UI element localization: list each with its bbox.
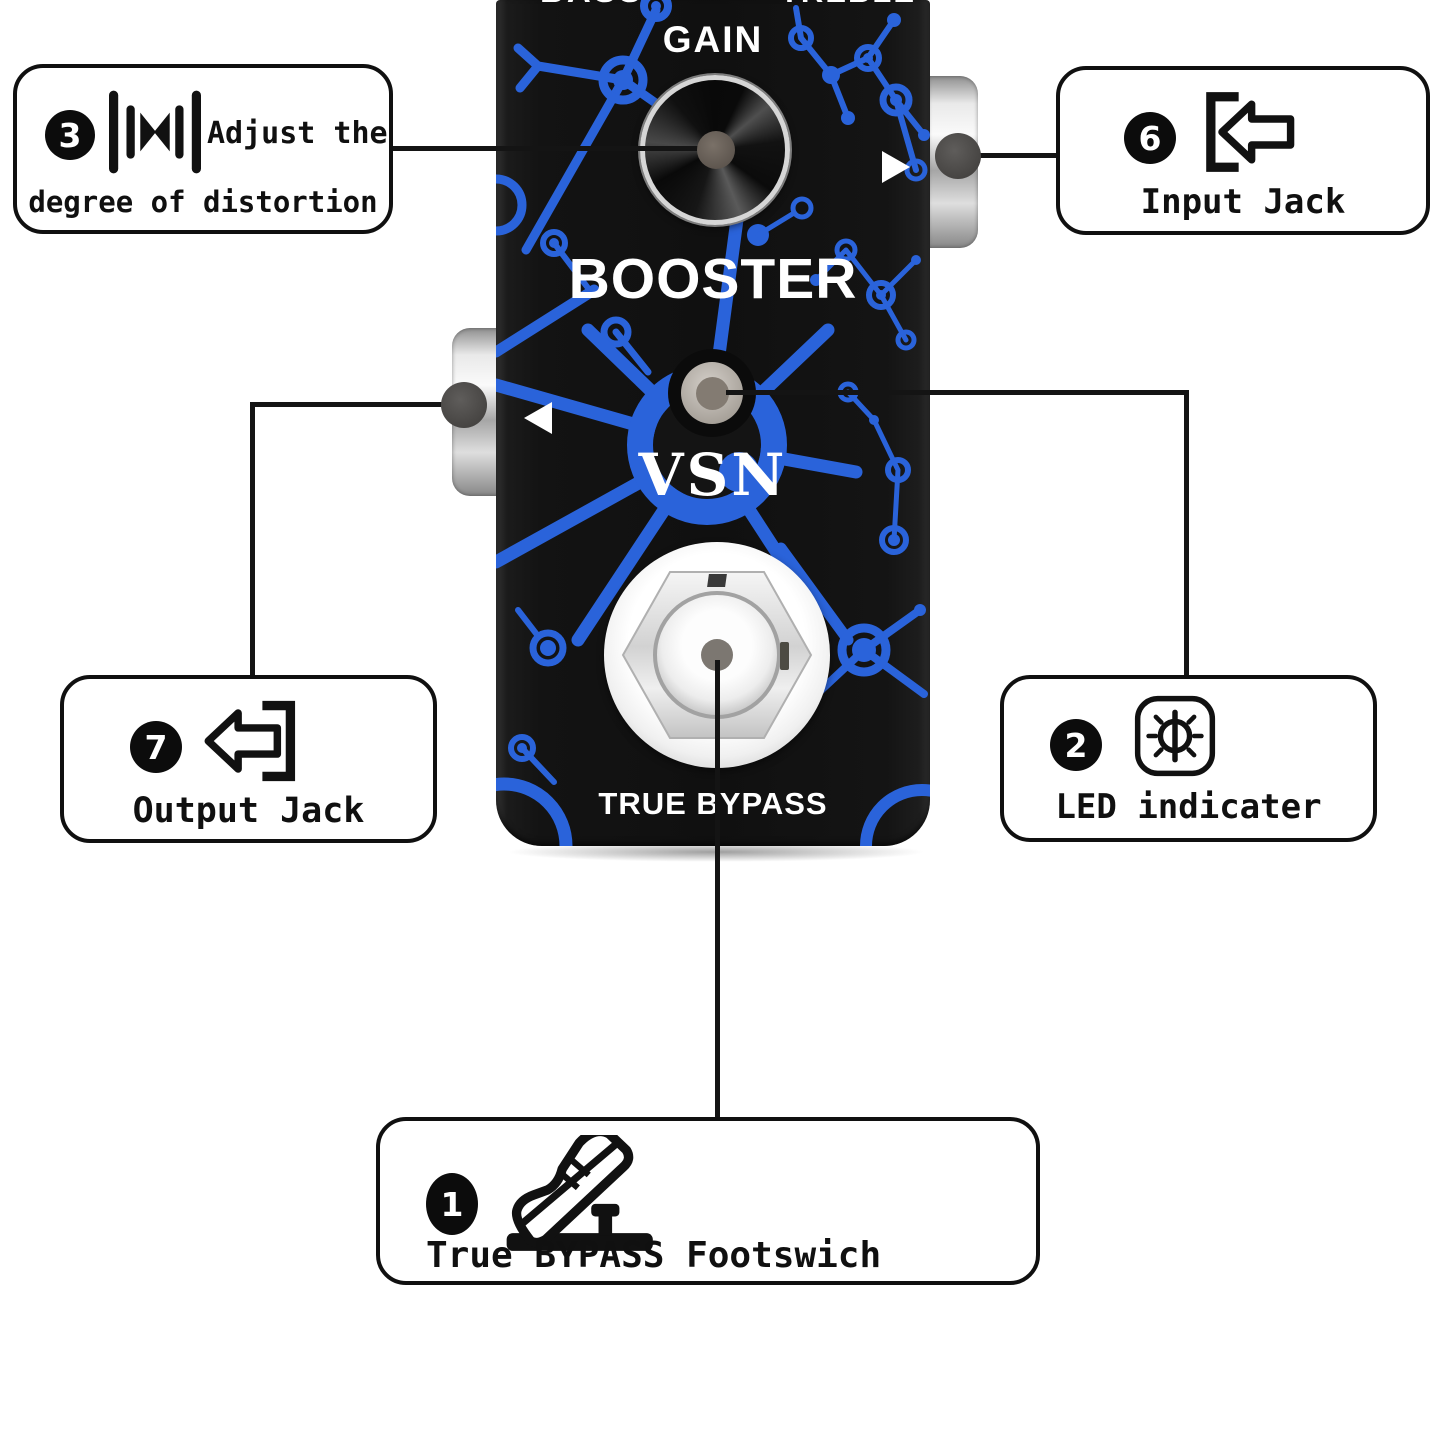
badge-7: 7: [130, 721, 182, 773]
input-jack-dot: [935, 133, 981, 179]
pedal-body: BASS TREBLE GAIN BOOSTER VSN TRUE BYPASS: [496, 0, 930, 846]
output-jack-arrow-icon: [204, 700, 296, 782]
brand-logo: VSN: [638, 441, 788, 509]
output-jack-dot: [441, 382, 487, 428]
callout-footswitch: 1 True BYPASS Footswich: [376, 1117, 1040, 1285]
true-bypass-label: TRUE BYPASS: [598, 786, 828, 821]
footswitch-shoe-icon: [506, 1135, 653, 1251]
footswitch-slot: [780, 642, 789, 670]
connector-input-jack: [956, 153, 1057, 158]
connector-footswitch: [715, 660, 720, 1120]
input-jack-arrow-icon: [1206, 92, 1295, 172]
connector-output-jack-v: [250, 402, 255, 678]
input-arrow-marker: [882, 151, 910, 183]
callout-distortion: 3 Adjust the degree of distortion: [13, 64, 393, 234]
connector-led-h: [726, 390, 1188, 395]
led-label: LED indicater: [1055, 787, 1322, 827]
callout-output-jack: 7 Output Jack: [60, 675, 437, 843]
output-jack-label: Output Jack: [132, 791, 365, 831]
badge-2: 2: [1050, 719, 1102, 771]
bass-label: BASS: [540, 0, 644, 10]
adjust-width-icon: [109, 90, 201, 174]
callout-input-jack: 6 Input Jack: [1056, 66, 1430, 235]
connector-output-jack-h: [250, 402, 466, 407]
output-arrow-marker: [524, 402, 552, 434]
distortion-line2: degree of distortion: [28, 185, 378, 219]
footswitch-label: True BYPASS Footswich: [426, 1235, 882, 1276]
footswitch-notch: [707, 574, 727, 587]
distortion-line1: Adjust the: [207, 116, 388, 151]
led-lens: [681, 362, 743, 424]
knob-center-dot: [697, 131, 735, 169]
connector-led-v: [1184, 390, 1189, 678]
treble-label: TREBLE: [780, 0, 916, 10]
model-name: BOOSTER: [568, 247, 858, 311]
footswitch: [604, 542, 830, 768]
led-brightness-icon: [1134, 695, 1216, 777]
connector-knob: [392, 146, 718, 151]
badge-1: 1: [426, 1173, 478, 1235]
badge-6: 6: [1124, 112, 1176, 164]
input-jack-label: Input Jack: [1140, 182, 1346, 222]
led-core: [695, 376, 729, 410]
badge-3: 3: [45, 110, 95, 160]
gain-label: GAIN: [662, 19, 764, 60]
led-indicator: [668, 349, 756, 437]
callout-led: 2 LED indicater: [1000, 675, 1377, 842]
